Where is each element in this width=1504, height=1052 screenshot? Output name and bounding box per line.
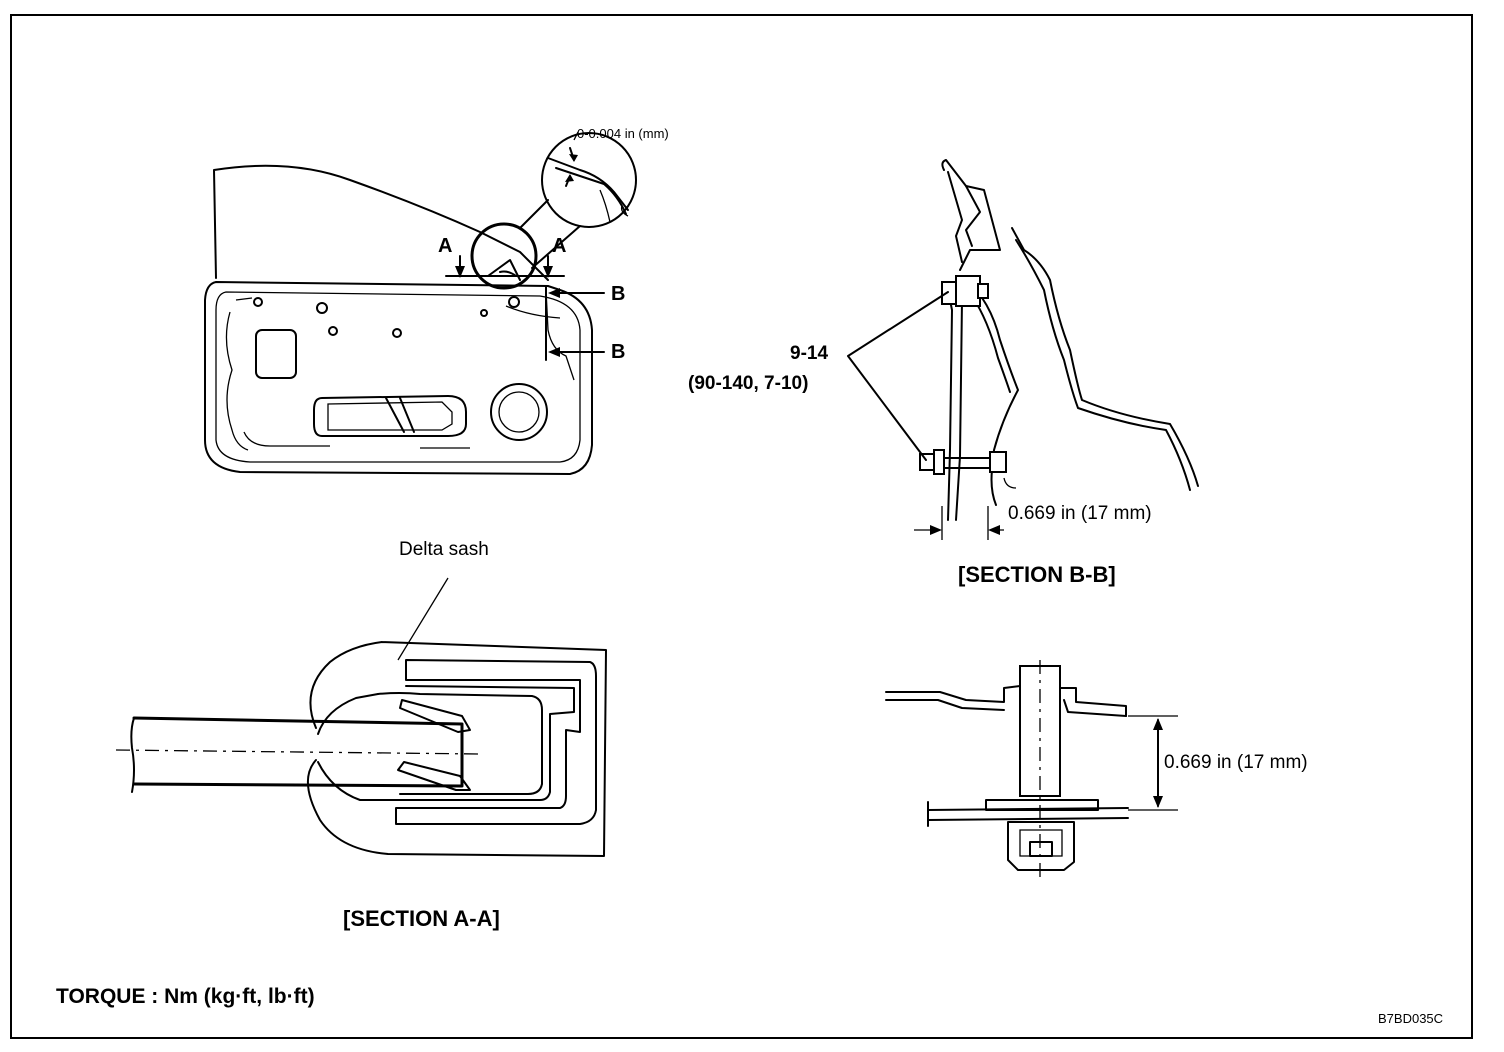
door-assembly <box>204 164 593 475</box>
section-a-marker-left: A <box>438 235 453 257</box>
section-cut-a <box>445 255 565 278</box>
bolt-detail-drawing <box>885 660 1178 880</box>
torque-leader <box>847 291 949 461</box>
section-a-title: [SECTION A-A] <box>343 906 500 931</box>
tolerance-label: 0-0.004 in (mm) <box>577 126 669 141</box>
tolerance-leader <box>573 131 579 141</box>
detail-circle-small <box>470 222 538 290</box>
torque-units-label: (90-140, 7-10) <box>688 373 809 394</box>
section-b-marker-upper: B <box>611 283 626 305</box>
section-cut-b <box>545 285 605 361</box>
section-b-b-drawing <box>914 159 1199 540</box>
section-a-a-drawing <box>115 641 607 857</box>
section-b-marker-lower: B <box>611 341 626 363</box>
section-a-marker-right: A <box>552 235 567 257</box>
section-b-title: [SECTION B-B] <box>958 562 1116 587</box>
dimension-label-bolt: 0.669 in (17 mm) <box>1164 752 1308 773</box>
torque-value-label: 9-14 <box>790 343 829 364</box>
figure-code: B7BD035C <box>1378 1011 1444 1026</box>
detail-circle-enlarged <box>541 132 637 228</box>
figure-frame <box>10 14 1473 1039</box>
delta-sash-label: Delta sash <box>399 539 489 560</box>
delta-sash-leader <box>397 577 449 661</box>
torque-legend: TORQUE : Nm (kg·ft, lb·ft) <box>56 985 315 1008</box>
enlargement-leader <box>519 199 581 269</box>
dimension-label-section-b: 0.669 in (17 mm) <box>1008 503 1152 524</box>
